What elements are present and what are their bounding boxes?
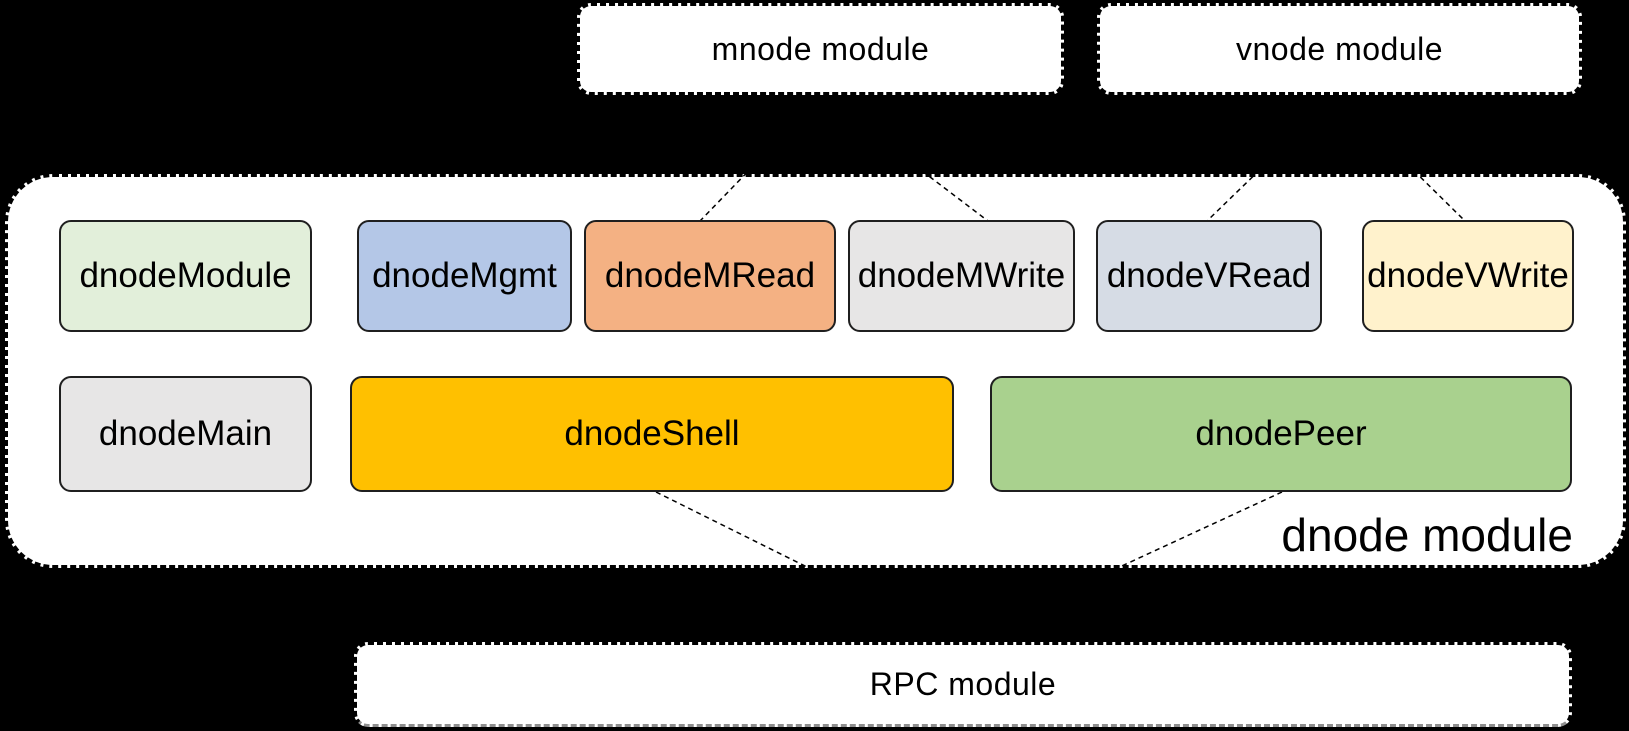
node-dnodemain: dnodeMain	[59, 376, 312, 492]
node-dnodemread: dnodeMRead	[584, 220, 836, 332]
rpc-module-box: RPC module	[354, 642, 1572, 727]
vnode-module-box: vnode module	[1097, 3, 1582, 95]
mnode-module-label: mnode module	[711, 30, 930, 67]
node-dnodemodule: dnodeModule	[59, 220, 312, 332]
node-dnodepeer: dnodePeer	[990, 376, 1572, 492]
node-dnodemgmt: dnodeMgmt	[357, 220, 572, 332]
dnode-module-label: dnode module	[1281, 509, 1573, 561]
mnode-module-box: mnode module	[577, 3, 1064, 95]
node-dnodevwrite: dnodeVWrite	[1362, 220, 1574, 332]
node-dnodemwrite: dnodeMWrite	[848, 220, 1075, 332]
rpc-module-label: RPC module	[869, 666, 1057, 702]
node-dnodevread: dnodeVRead	[1096, 220, 1322, 332]
vnode-module-label: vnode module	[1235, 30, 1444, 67]
node-dnodeshell: dnodeShell	[350, 376, 954, 492]
